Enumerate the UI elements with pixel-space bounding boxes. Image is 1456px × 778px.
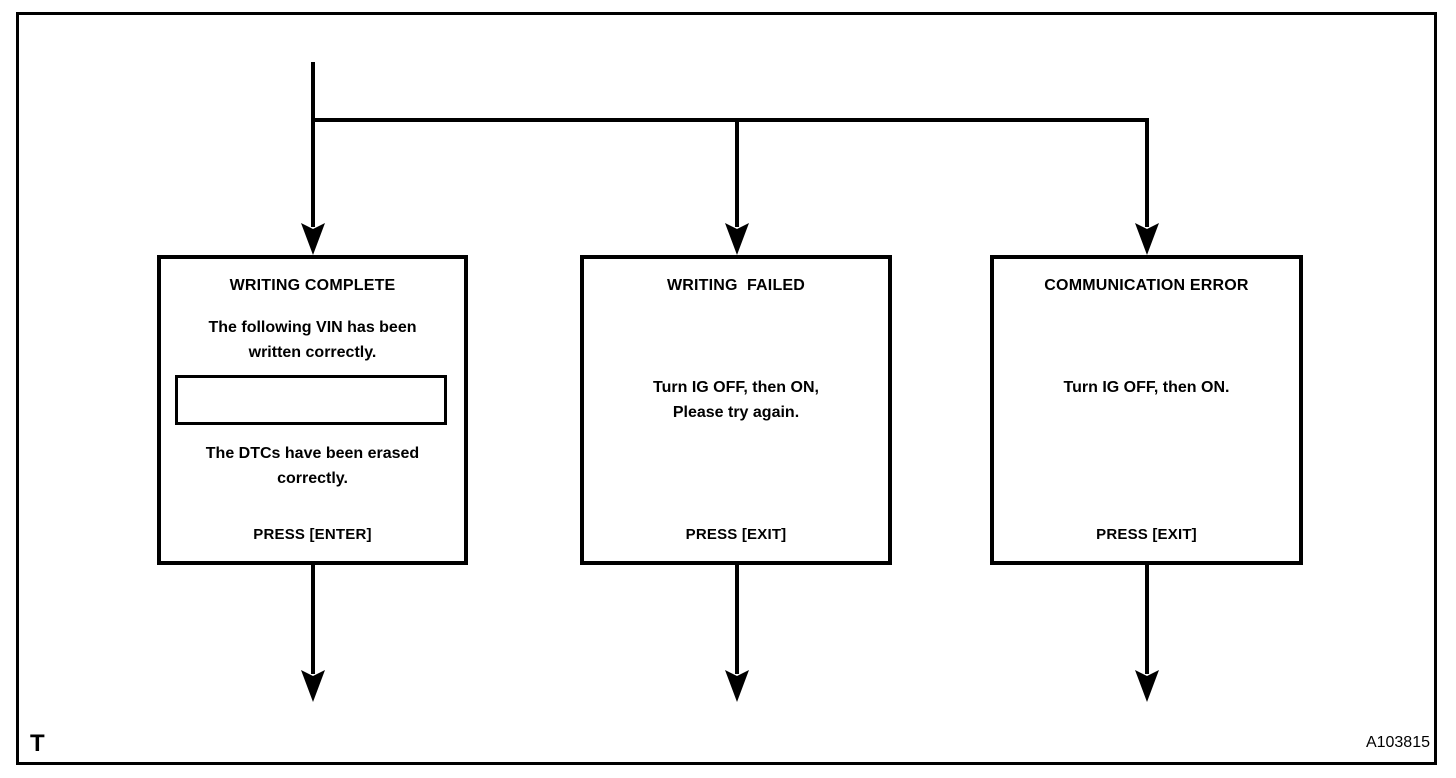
diagram-border — [16, 12, 1437, 765]
arrowhead-into-box-2 — [725, 223, 749, 255]
ig-off-on-text: Turn IG OFF, then ON. — [1063, 379, 1230, 396]
press-exit-label-middle: PRESS [EXIT] — [685, 526, 787, 543]
vin-written-text: The following VIN has been written corre… — [208, 319, 417, 361]
corner-label-t: T — [30, 730, 45, 757]
arrowhead-into-box-3 — [1135, 223, 1159, 255]
exit-arrowhead-left — [301, 670, 325, 702]
vin-field — [175, 375, 447, 425]
writing-complete-box: WRITING COMPLETE The following VIN has b… — [157, 255, 468, 565]
press-enter-label: PRESS [ENTER] — [253, 526, 372, 543]
communication-error-box: COMMUNICATION ERROR Turn IG OFF, then ON… — [990, 255, 1303, 565]
figure-id-label: A103815 — [1365, 734, 1430, 751]
writing-failed-title: WRITING FAILED — [666, 277, 806, 294]
try-again-text: Turn IG OFF, then ON, Please try again. — [653, 379, 819, 421]
dtc-erased-text: The DTCs have been erased correctly. — [205, 445, 420, 487]
writing-complete-title: WRITING COMPLETE — [229, 277, 396, 294]
press-exit-label-right: PRESS [EXIT] — [1096, 526, 1197, 543]
writing-failed-box: WRITING FAILED Turn IG OFF, then ON, Ple… — [580, 255, 892, 565]
arrowhead-into-box-1 — [301, 223, 325, 255]
exit-arrowhead-right — [1135, 670, 1159, 702]
communication-error-title: COMMUNICATION ERROR — [1044, 277, 1249, 294]
exit-arrowhead-middle — [725, 670, 749, 702]
